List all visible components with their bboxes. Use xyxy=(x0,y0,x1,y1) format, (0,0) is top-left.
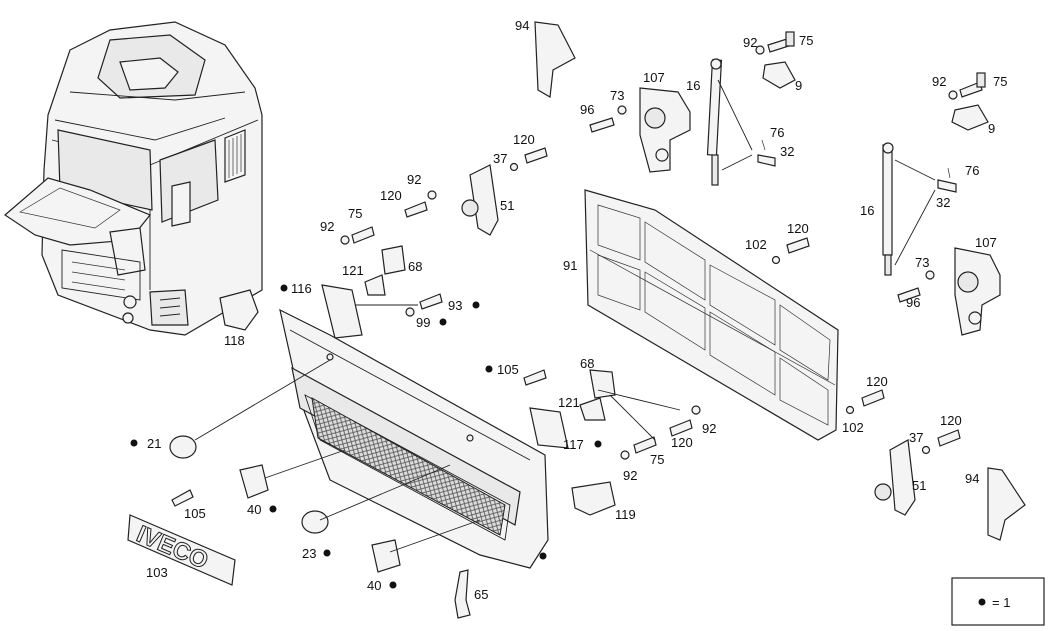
bullet-dot xyxy=(472,301,480,309)
callout-92: 92 xyxy=(932,74,946,89)
callout-116: 116 xyxy=(291,281,312,296)
bullet-dot xyxy=(280,284,288,292)
callout-94: 94 xyxy=(965,471,979,486)
callout-73: 73 xyxy=(610,88,624,103)
callout-40: 40 xyxy=(247,502,261,517)
bullet-dot xyxy=(269,505,277,513)
callout-121: 121 xyxy=(342,263,364,278)
callout-92: 92 xyxy=(743,35,757,50)
callout-120: 120 xyxy=(671,435,693,450)
callout-102: 102 xyxy=(842,420,864,435)
callout-37: 37 xyxy=(909,430,923,445)
callout-68: 68 xyxy=(580,356,594,371)
callout-68: 68 xyxy=(408,259,422,274)
callout-118: 118 xyxy=(224,333,245,348)
legend-box: = 1 xyxy=(951,577,1045,626)
callout-103: 103 xyxy=(146,565,168,580)
bullet-markers xyxy=(130,284,602,589)
gas-strut-16-upper xyxy=(706,58,723,186)
callout-76: 76 xyxy=(770,125,784,140)
callout-75: 75 xyxy=(348,206,362,221)
callout-99: 99 xyxy=(416,315,430,330)
callout-121: 121 xyxy=(558,395,580,410)
callout-16: 16 xyxy=(860,203,874,218)
callout-9: 9 xyxy=(988,121,995,136)
callout-120: 120 xyxy=(787,221,809,236)
front-grille-panel xyxy=(279,308,549,569)
callout-91: 91 xyxy=(563,258,577,273)
truck-cab-drawing xyxy=(4,21,263,336)
callout-16: 16 xyxy=(686,78,700,93)
bullet-dot xyxy=(439,318,447,326)
callout-92: 92 xyxy=(702,421,716,436)
callout-107: 107 xyxy=(975,235,997,250)
leader-lines xyxy=(194,79,936,553)
legend-text: = 1 xyxy=(992,595,1010,610)
callout-105: 105 xyxy=(497,362,519,377)
callout-117: 117 xyxy=(563,437,584,452)
callout-102: 102 xyxy=(745,237,767,252)
callout-120: 120 xyxy=(940,413,962,428)
callout-76: 76 xyxy=(965,163,979,178)
small-parts: IVECO xyxy=(127,21,1026,619)
radiator-screen-91 xyxy=(584,189,839,441)
callout-51: 51 xyxy=(500,198,514,213)
callout-75: 75 xyxy=(993,74,1007,89)
callout-51: 51 xyxy=(912,478,926,493)
svg-text:IVECO: IVECO xyxy=(133,521,212,575)
callout-92: 92 xyxy=(407,172,421,187)
callout-92: 92 xyxy=(623,468,637,483)
callout-40: 40 xyxy=(367,578,381,593)
callout-23: 23 xyxy=(302,546,316,561)
callout-120: 120 xyxy=(380,188,402,203)
callout-107: 107 xyxy=(643,70,665,85)
bullet-dot xyxy=(594,440,602,448)
callout-105: 105 xyxy=(184,506,206,521)
callout-120: 120 xyxy=(866,374,888,389)
callout-73: 73 xyxy=(915,255,929,270)
callout-9: 9 xyxy=(795,78,802,93)
callout-labels: 94 92 75 9 16 107 73 96 76 32 120 37 51 … xyxy=(146,18,1007,602)
callout-32: 32 xyxy=(936,195,950,210)
legend-bullet-icon xyxy=(978,598,986,606)
callout-75: 75 xyxy=(799,33,813,48)
callout-21: 21 xyxy=(147,436,161,451)
bullet-dot xyxy=(130,439,138,447)
iveco-logo: IVECO xyxy=(127,514,236,586)
callout-119: 119 xyxy=(615,507,636,522)
callout-37: 37 xyxy=(493,151,507,166)
callout-65: 65 xyxy=(474,587,488,602)
callout-92: 92 xyxy=(320,219,334,234)
gas-strut-16-lower xyxy=(882,142,894,276)
callout-120: 120 xyxy=(513,132,535,147)
callout-94: 94 xyxy=(515,18,529,33)
callout-96: 96 xyxy=(580,102,594,117)
bullet-dot xyxy=(323,549,331,557)
bullet-dot xyxy=(539,552,547,560)
bullet-dot xyxy=(389,581,397,589)
callout-32: 32 xyxy=(780,144,794,159)
hinge-bracket-107-upper xyxy=(639,87,691,173)
bullet-dot xyxy=(485,365,493,373)
callout-96: 96 xyxy=(906,295,920,310)
callout-75: 75 xyxy=(650,452,664,467)
callout-93: 93 xyxy=(448,298,462,313)
hinge-bracket-107-lower xyxy=(954,247,1001,336)
